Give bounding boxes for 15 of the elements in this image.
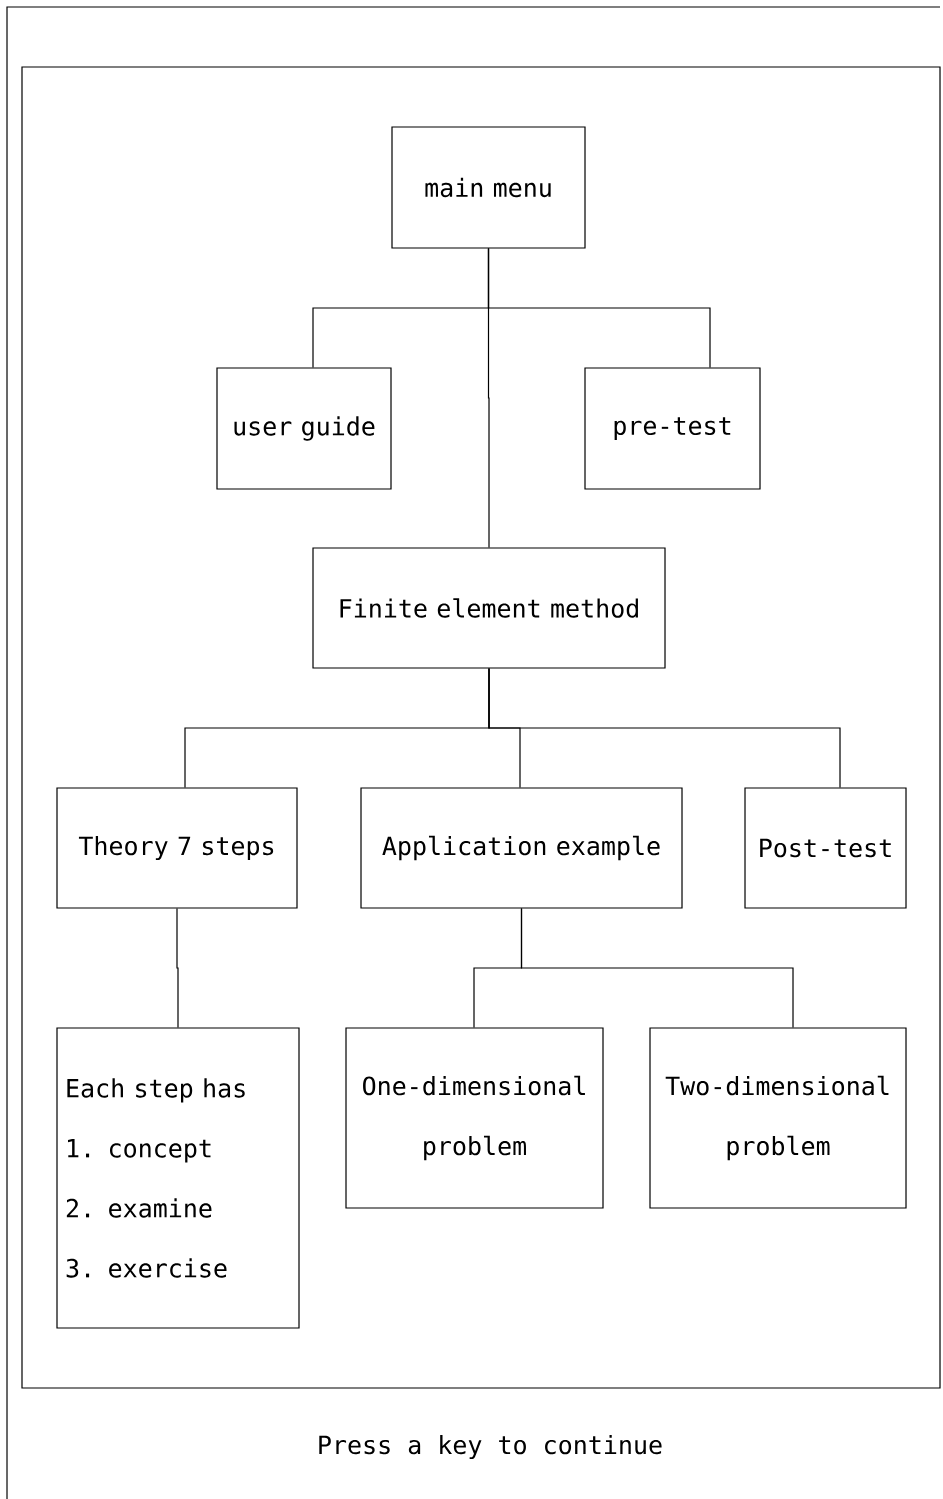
menu-box: main menu [391, 126, 586, 249]
menu-box: Post-test [744, 787, 907, 909]
connector-line [520, 908, 794, 1028]
connector-line [488, 668, 841, 788]
menu-box: Finite element method [312, 547, 666, 669]
menu-box: Theory 7 steps [56, 787, 298, 909]
menu-box: Each step has 1. concept 2. examine 3. exercise [56, 1027, 300, 1329]
menu-box: Two-dimensional problem [649, 1027, 907, 1209]
menu-box: user guide [216, 367, 392, 490]
menu-box: Application example [360, 787, 683, 909]
menu-box: One-dimensional problem [345, 1027, 604, 1209]
menu-box: pre-test [584, 367, 761, 490]
connector-line [176, 908, 179, 1028]
connector-line [487, 248, 490, 548]
prompt-text: Press a key to continue [319, 1434, 662, 1460]
